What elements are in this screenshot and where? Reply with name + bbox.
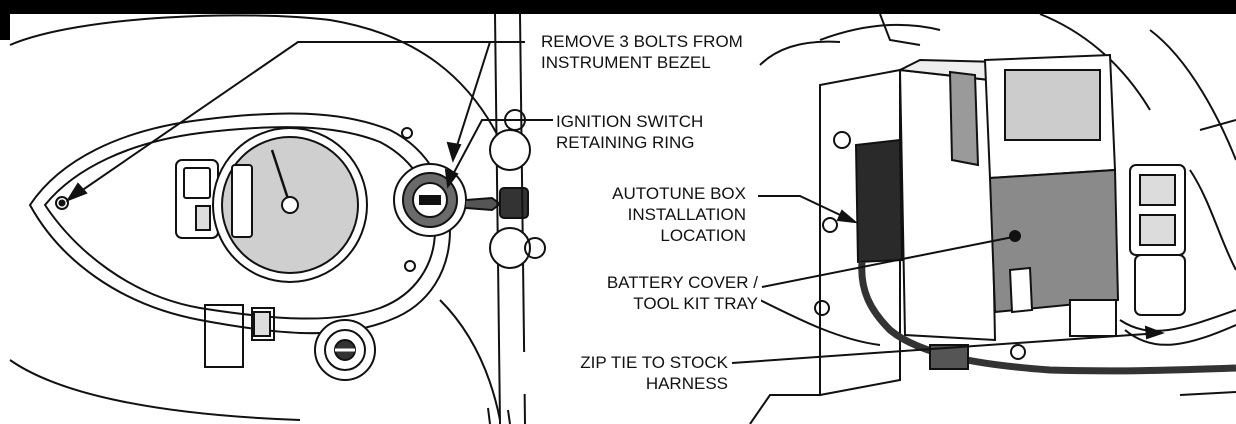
top-border [0,0,1236,14]
speedo-hub [281,196,299,214]
tray-front [898,68,997,342]
battery-terminal [1008,266,1034,314]
stem-marks [487,407,511,424]
indicator-bottom [195,205,211,231]
callout-zip-tie-line2: HARNESS [645,374,728,393]
callout-autotune-box-line1: AUTOTUNE BOX [612,184,746,203]
frame-bracket [879,13,921,46]
callout-battery-cover: BATTERY COVER / TOOL KIT TRAY [555,272,761,314]
steering-line-a [494,13,501,424]
ignition-connector [465,196,502,212]
bolt-bottom [404,260,416,272]
tray-slot [948,70,980,167]
frame-right [1149,29,1236,161]
ignition-plug [499,187,529,219]
corner-border [0,0,10,40]
bolt-top [401,127,413,139]
callout-ignition-ring-line2: RETAINING RING [556,133,695,152]
terminal-block [1069,299,1117,337]
fuse-a [1139,174,1176,206]
leader-zip-tie [731,332,1161,364]
leader-bolt-left [67,41,525,201]
autotune-cable [858,261,1236,375]
leader-battery [761,236,1014,288]
bolt-left-center [58,199,66,207]
frame-top-b [759,40,841,66]
speedo-needle [270,149,292,206]
indicator-top [183,167,211,199]
ground-bolt [1010,344,1026,360]
callout-remove-bolts-line1: REMOVE 3 BOLTS FROM [541,32,743,51]
leader-lines [65,41,1165,364]
frame-right-b [1039,13,1151,111]
stock-harness [1119,309,1236,332]
tank-outline-bottom [9,359,301,421]
switch-left [204,304,244,368]
wire-b [1199,119,1236,131]
callout-autotune-box-line2: INSTALLATION [627,205,746,224]
lower-frame [759,299,881,346]
arrow-ignition [444,168,459,189]
plate-bolt-top [833,131,851,149]
tank-outline-right [439,299,501,421]
fuse-b [1139,214,1176,246]
connector-lower [929,344,969,370]
left-panel [9,13,546,424]
callout-autotune-box-line3: LOCATION [660,226,746,245]
callout-ignition-ring: IGNITION SWITCH RETAINING RING [553,111,707,153]
leader-bolt-top [454,41,525,153]
arrow-bolt-top [446,141,462,163]
callout-autotune-box: AUTOTUNE BOX INSTALLATION LOCATION [563,183,749,246]
autotune-box [854,138,904,264]
callout-remove-bolts: REMOVE 3 BOLTS FROM INSTRUMENT BEZEL [538,31,746,73]
fuel-cap-inner [324,329,366,371]
callout-battery-cover-line1: BATTERY COVER / [606,273,758,292]
battery-label [1004,69,1101,141]
arrow-autotune [836,209,859,224]
right-panel [749,13,1236,424]
lower-right [1179,391,1236,396]
arrow-zip-tie [1144,325,1165,340]
speedo-display [231,164,253,238]
callout-ignition-ring-line1: IGNITION SWITCH [556,112,704,131]
fork-clamp-bottom [489,227,531,269]
fork-clamp-top [489,129,531,171]
plate-bolt-mid [822,217,838,233]
callout-zip-tie: ZIP TIE TO STOCK HARNESS [520,352,731,394]
leader-ignition [449,119,555,181]
arrow-bolt-left [65,182,88,203]
tank-outline-top [9,14,501,141]
switch-right [251,307,275,341]
leader-autotune [758,195,856,223]
bolt-left [55,196,69,210]
wire-a [1189,169,1236,271]
battery-cover-point [1009,230,1021,242]
plate-bolt-low [814,300,830,316]
ignition-keyway [419,195,441,205]
stock-harness-b [1124,324,1236,346]
relay-block [1134,254,1186,316]
lower-bracket [749,394,820,424]
callout-battery-cover-line2: TOOL KIT TRAY [633,294,758,313]
callout-zip-tie-line1: ZIP TIE TO STOCK [580,353,728,372]
switch-right-face [253,311,271,337]
frame-top [819,23,941,41]
fork-bolt-b [524,237,546,259]
callout-remove-bolts-line2: INSTRUMENT BEZEL [541,53,711,72]
battery-body [988,168,1120,314]
